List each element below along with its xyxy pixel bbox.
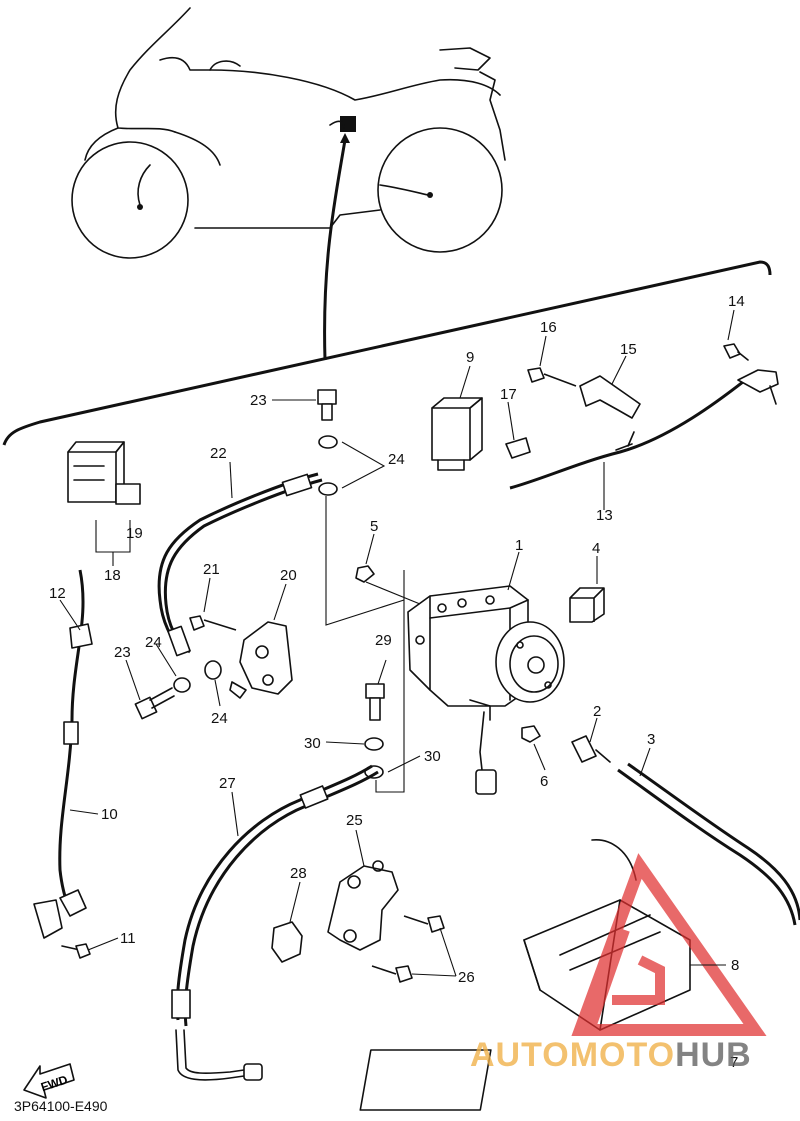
callout-24-left: 24 <box>145 634 162 651</box>
bolt-29 <box>365 683 385 721</box>
washer-24-d <box>204 660 222 680</box>
callout-8: 8 <box>731 957 739 974</box>
washer-24-c <box>173 677 191 693</box>
bolt-23-top <box>317 389 337 421</box>
callout-30-left: 30 <box>304 735 321 752</box>
bolt-26-b <box>371 965 413 983</box>
callout-27: 27 <box>219 775 236 792</box>
bolt-5 <box>355 565 375 583</box>
diagram-code: 3P64100-E490 <box>14 1098 108 1114</box>
callout-26: 26 <box>458 969 475 986</box>
watermark-text: AUTOMOTOHUB <box>470 1036 752 1075</box>
callout-6: 6 <box>540 773 548 790</box>
abs-hydraulic-unit <box>407 585 565 721</box>
callout-15: 15 <box>620 341 637 358</box>
sensor-lead-2-3 <box>571 735 800 926</box>
callout-12: 12 <box>49 585 66 602</box>
relay-18-19 <box>67 441 141 505</box>
callout-21: 21 <box>203 561 220 578</box>
frame-border <box>2 260 772 446</box>
callout-22: 22 <box>210 445 227 462</box>
ecu-box-7 <box>359 1049 492 1111</box>
watermark-text-part2: HUB <box>675 1036 752 1074</box>
callout-18: 18 <box>104 567 121 584</box>
washer-30-a <box>364 737 384 751</box>
callout-13: 13 <box>596 507 613 524</box>
callout-30-right: 30 <box>424 748 441 765</box>
clip-28 <box>271 921 303 963</box>
bolt-21 <box>189 615 237 631</box>
joint-20 <box>229 621 293 699</box>
callout-3: 3 <box>647 731 655 748</box>
bracket-25 <box>327 860 399 951</box>
front-sensor-lead-10 <box>33 569 93 959</box>
watermark-logo <box>571 853 767 1036</box>
callout-17: 17 <box>500 386 517 403</box>
part-4-block <box>569 587 605 623</box>
callout-10: 10 <box>101 806 118 823</box>
callout-23-left: 23 <box>114 644 131 661</box>
motorcycle-outline <box>71 7 506 361</box>
ecu-box-8 <box>523 839 691 1031</box>
callout-16: 16 <box>540 319 557 336</box>
callout-2: 2 <box>593 703 601 720</box>
callout-20: 20 <box>280 567 297 584</box>
bolt-6 <box>521 725 541 743</box>
callout-25: 25 <box>346 812 363 829</box>
callout-19: 19 <box>126 525 143 542</box>
washer-24-b <box>318 482 338 496</box>
callout-28: 28 <box>290 865 307 882</box>
callout-1: 1 <box>515 537 523 554</box>
callout-14: 14 <box>728 293 745 310</box>
abs-connector <box>475 769 497 795</box>
callout-5: 5 <box>370 518 378 535</box>
callout-29: 29 <box>375 632 392 649</box>
callout-9: 9 <box>466 349 474 366</box>
fwd-arrow-icon: FWD <box>23 1063 75 1099</box>
callout-4: 4 <box>592 540 600 557</box>
speed-sensor-rear <box>509 343 779 490</box>
brake-hose-27 <box>171 764 379 1081</box>
callout-11: 11 <box>120 930 136 947</box>
bracket-15 <box>579 375 641 419</box>
clip-17 <box>505 437 531 459</box>
watermark-text-part1: AUTOMOTO <box>470 1036 676 1074</box>
callout-24-bottom: 24 <box>211 710 228 727</box>
callout-23-top: 23 <box>250 392 267 409</box>
bolt-16 <box>527 367 577 387</box>
callout-24-top: 24 <box>388 451 405 468</box>
callout-7: 7 <box>730 1054 738 1071</box>
washer-24-a <box>318 435 338 449</box>
bolt-23-left <box>134 687 175 720</box>
relay-9 <box>431 397 483 471</box>
leader-lines <box>59 309 735 977</box>
bolt-26-a <box>403 915 445 933</box>
brake-hose-22 <box>157 472 323 657</box>
callouts: 1 2 3 4 5 6 7 8 9 10 11 12 13 14 15 16 1… <box>49 293 745 1071</box>
